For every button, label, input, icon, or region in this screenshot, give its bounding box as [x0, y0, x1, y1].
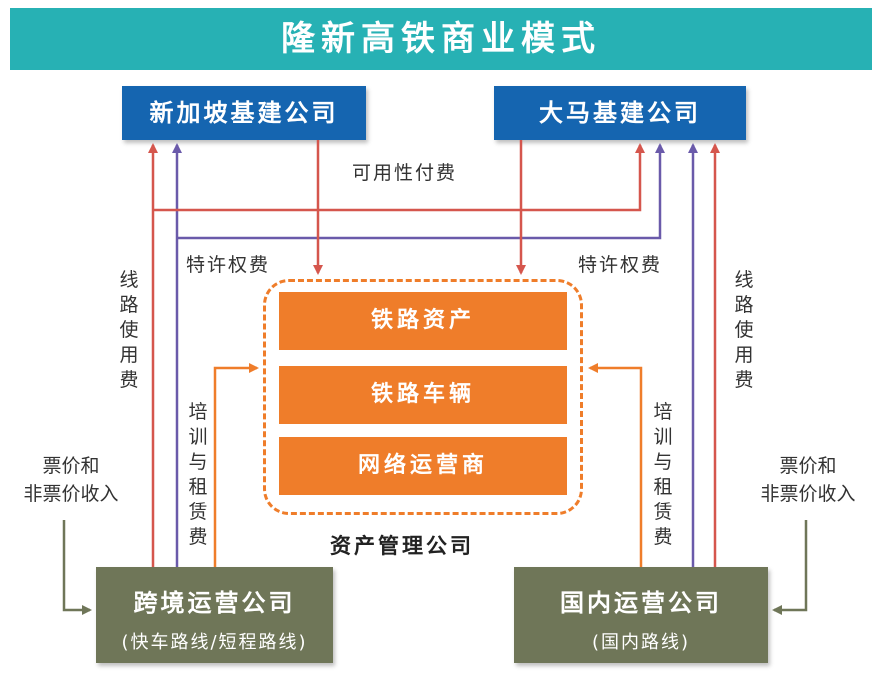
franchise-fee-right-label: 特许权费	[578, 254, 663, 276]
cross-border-operator-node: 跨境运营公司 (快车路线/短程路线)	[96, 567, 333, 663]
ticket-revenue-left-arrow	[62, 520, 92, 615]
ticket-revenue-left-label: 票价和 非票价收入	[23, 455, 119, 505]
training-leasing-fee-left-label: 培训与租赁费	[188, 401, 208, 548]
training-fee-left-arrow	[213, 363, 259, 567]
training-leasing-fee-right-label: 培训与租赁费	[653, 401, 673, 548]
singapore-infra-company-node: 新加坡基建公司	[122, 86, 366, 140]
railway-assets-node: 铁路资产	[279, 292, 567, 350]
domestic-operator-subtitle: (国内路线)	[591, 632, 691, 653]
malaysia-infra-company-node: 大马基建公司	[494, 86, 746, 140]
line-fee-right-label: 线路使用费	[734, 269, 754, 391]
ticket-revenue-right-arrow	[772, 520, 808, 615]
franchise-fee-left-label: 特许权费	[186, 254, 271, 276]
training-fee-right-arrow	[588, 363, 643, 567]
cross-border-operator-subtitle: (快车路线/短程路线)	[121, 632, 308, 653]
domestic-operator-title: 国内运营公司	[560, 589, 722, 617]
asset-management-group	[263, 279, 583, 515]
network-operator-node: 网络运营商	[279, 437, 567, 495]
line-fee-left-label: 线路使用费	[119, 269, 139, 391]
asset-company-caption: 资产管理公司	[330, 534, 474, 558]
ticket-revenue-right-label: 票价和 非票价收入	[760, 455, 856, 505]
availability-fee-label: 可用性付费	[352, 162, 458, 184]
domestic-operator-node: 国内运营公司 (国内路线)	[514, 567, 768, 663]
rolling-stock-node: 铁路车辆	[279, 366, 567, 424]
availability-fee-to-malaysia-arrow	[153, 143, 645, 212]
franchise-fee-to-malaysia-arrow	[177, 143, 665, 240]
cross-border-operator-title: 跨境运营公司	[133, 589, 296, 617]
page-title: 隆新高铁商业模式	[10, 8, 872, 70]
